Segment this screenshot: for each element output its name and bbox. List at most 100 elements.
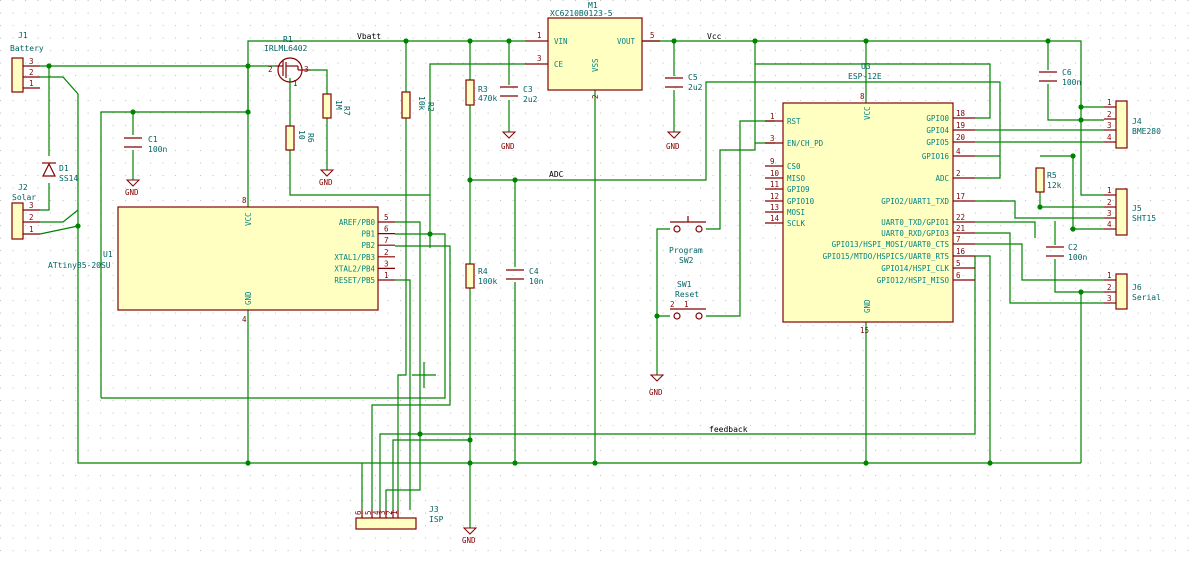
r5-ref: R5 xyxy=(1047,171,1057,180)
c2-value: 100n xyxy=(1068,253,1087,262)
u1-pin-name: PB1 xyxy=(361,230,375,239)
resistor-r2: R2 10k xyxy=(401,91,435,119)
j4-pin-number: 2 xyxy=(1107,110,1112,119)
u1-vcc-label: VCC xyxy=(244,212,253,226)
j3-pin-number: 1 xyxy=(390,510,399,515)
sw1-value: Reset xyxy=(675,290,699,299)
c2-ref: C2 xyxy=(1068,243,1078,252)
u3-right-pin-name: GPIO5 xyxy=(926,138,949,147)
u3-left-pin-number: 12 xyxy=(770,192,779,201)
m1-vout-label: VOUT xyxy=(617,37,636,46)
mosfet-r1: R1 IRLML6402 2 1 3 xyxy=(264,35,310,88)
j5-pin-number: 1 xyxy=(1107,186,1112,195)
wire-d1-out xyxy=(40,183,50,211)
m1-vin-label: VIN xyxy=(554,37,568,46)
u3-right-pin-number: 21 xyxy=(956,224,965,233)
u3-left-pin-number: 14 xyxy=(770,214,780,223)
gnd-symbol-sw: GND xyxy=(649,374,665,397)
j5-pin-number: 2 xyxy=(1107,198,1112,207)
gnd-label-c1: GND xyxy=(125,188,139,197)
wire-j2-pin1 xyxy=(39,225,79,235)
wire-c1 xyxy=(100,111,248,398)
u3-right-pin-number: 16 xyxy=(956,247,966,256)
u3-right-pin-number: 19 xyxy=(956,121,965,130)
u1-pin-name: XTAL2/PB4 xyxy=(334,264,375,273)
u3-left-pin-name: SCLK xyxy=(787,219,806,228)
junctions xyxy=(46,38,1084,466)
r5-value: 12k xyxy=(1047,181,1062,190)
j5-pin-number: 3 xyxy=(1107,209,1112,218)
c6-ref: C6 xyxy=(1062,68,1072,77)
capacitor-c5: C5 2u2 xyxy=(665,73,703,92)
j4-value: BME280 xyxy=(1132,127,1161,136)
diode-d1: D1 SS14 xyxy=(42,162,78,183)
net-label-adc: ADC xyxy=(549,170,564,179)
r3-value: 470k xyxy=(478,94,497,103)
u1-pin-number: 3 xyxy=(384,259,389,268)
capacitor-c1: C1 100n xyxy=(124,135,167,154)
j6-ref: J6 xyxy=(1132,283,1142,292)
gnd-symbol-c5: GND xyxy=(666,131,682,151)
u1-pin-name: PB2 xyxy=(361,241,375,250)
u3-left-pin-number: 11 xyxy=(770,180,779,189)
j3-ref: J3 xyxy=(429,505,439,514)
resistor-r5: R5 12k xyxy=(1035,167,1062,193)
m1-pin1: 1 xyxy=(537,31,542,40)
j2-pin2: 2 xyxy=(29,213,34,222)
u3-left-pin-number: 13 xyxy=(770,203,779,212)
u1-value: ATtiny85-20SU xyxy=(48,261,111,270)
c1-ref: C1 xyxy=(148,135,158,144)
r1-pin3: 3 xyxy=(304,65,309,74)
m1-ce-label: CE xyxy=(554,60,564,69)
u3-gnd-label: GND xyxy=(863,299,872,313)
capacitor-c6: C6 100n xyxy=(1039,68,1081,87)
u3-right-pin-number: 4 xyxy=(956,147,961,156)
r1-ref: R1 xyxy=(283,35,293,44)
u1-pin-name: AREF/PB0 xyxy=(339,218,376,227)
u3-ref: U3 xyxy=(861,62,871,71)
r2-value: 10k xyxy=(417,96,426,111)
u3-left-pin-name: CS0 xyxy=(787,162,801,171)
u3-right-pin-number: 5 xyxy=(956,259,961,268)
u3-left-pin-name: MOSI xyxy=(787,208,805,217)
u3-right-pin-number: 17 xyxy=(956,192,965,201)
c3-value: 2u2 xyxy=(523,95,538,104)
gnd-symbol-c1: GND xyxy=(125,179,141,197)
m1-pin5: 5 xyxy=(650,31,655,40)
r6-value: 10 xyxy=(297,130,306,140)
u3-vcc-pin: 8 xyxy=(860,92,865,101)
u3-left-pins: RST1EN/CH_PD3CS09MISO10GPIO911GPIO1012MO… xyxy=(765,112,824,228)
wire-j5-pin3 xyxy=(975,200,1104,219)
u3-right-pin-number: 7 xyxy=(956,235,961,244)
j3-pin-number: 3 xyxy=(378,510,387,515)
wire-ce xyxy=(429,63,525,248)
u3-left-pin-name: MISO xyxy=(787,174,806,183)
r4-value: 100k xyxy=(478,277,497,286)
j5-ref: J5 xyxy=(1132,204,1142,213)
r1-pin1: 1 xyxy=(293,79,298,88)
u1-pin-name: RESET/PB5 xyxy=(334,276,375,285)
j3-pin-number: 6 xyxy=(354,510,363,515)
net-label-vbatt: Vbatt xyxy=(357,32,381,41)
u3-left-pin-name: GPIO10 xyxy=(787,197,815,206)
j4-pin-number: 4 xyxy=(1107,133,1112,142)
regulator-m1: M1 XC6210B0123-5 VIN VOUT CE VSS 1 3 5 2 xyxy=(525,1,660,99)
ic-u1: AREF/PB05PB16PB27XTAL1/PB32XTAL2/PB43RES… xyxy=(48,196,395,324)
wire-r7 xyxy=(310,69,328,94)
r1-value: IRLML6402 xyxy=(264,44,308,53)
u1-pin-name: XTAL1/PB3 xyxy=(334,253,375,262)
c5-value: 2u2 xyxy=(688,83,703,92)
resistor-r6: R6 10 xyxy=(285,125,315,151)
u3-right-pin-name: ADC xyxy=(935,174,949,183)
sw2-value: Program xyxy=(669,246,703,255)
wire-j2-pin2 xyxy=(40,209,79,223)
u3-right-pin-name: GPIO0 xyxy=(926,114,949,123)
j6-pins: 123 xyxy=(1104,271,1116,304)
u3-right-pin-number: 22 xyxy=(956,213,965,222)
j6-value: Serial xyxy=(1132,293,1161,302)
j2-pin3: 3 xyxy=(29,201,34,210)
gnd-label-r7: GND xyxy=(319,178,333,187)
